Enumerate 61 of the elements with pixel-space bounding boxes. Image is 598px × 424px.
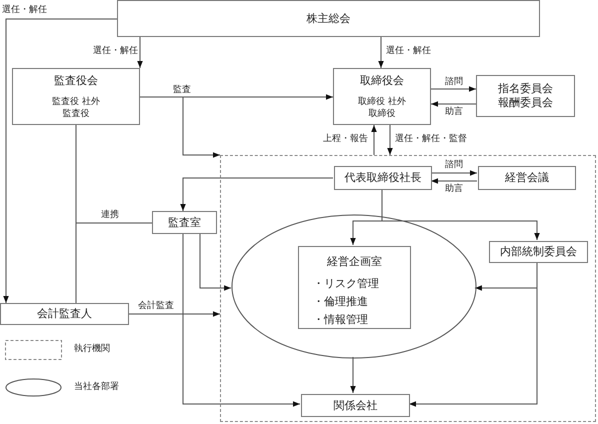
edge-label: 選任・解任 bbox=[1, 5, 48, 16]
org-box bbox=[489, 241, 588, 263]
org-box bbox=[152, 211, 217, 234]
box-title: 指名委員会 bbox=[498, 82, 553, 96]
box-title: 経営企画室 bbox=[327, 255, 382, 269]
legend-label: 当社各部署 bbox=[73, 382, 120, 392]
org-box bbox=[12, 68, 140, 125]
arrow bbox=[430, 178, 478, 184]
box-title: 会計監査人 bbox=[37, 307, 92, 321]
arrow bbox=[3, 18, 118, 304]
edge-label: 連携 bbox=[100, 210, 120, 221]
box-title: 内部統制委員会 bbox=[500, 245, 577, 259]
org-box bbox=[0, 303, 129, 325]
dashed-region bbox=[220, 155, 596, 422]
bullet-item: ・倫理推進 bbox=[313, 294, 368, 310]
org-box bbox=[298, 246, 411, 329]
edge-label: 選任・解任 bbox=[92, 46, 139, 57]
edge-label: 諮問 bbox=[444, 160, 464, 171]
connector-line bbox=[76, 222, 152, 304]
arrow bbox=[128, 311, 220, 317]
legend-label: 執行機関 bbox=[73, 344, 111, 355]
edge-label: 助言 bbox=[444, 107, 464, 118]
arrow bbox=[430, 101, 476, 107]
arrow bbox=[408, 262, 538, 407]
edge-label: 上程・報告 bbox=[322, 134, 369, 145]
box-title: 代表取締役社長 bbox=[344, 171, 422, 185]
box-title: 取締役会 bbox=[360, 74, 404, 88]
arrow bbox=[378, 36, 384, 68]
department-ellipse bbox=[231, 214, 477, 359]
edge-label: 助言 bbox=[444, 184, 464, 195]
org-box bbox=[478, 166, 576, 190]
arrow bbox=[430, 86, 476, 92]
box-text: 監査役 社外監査役 bbox=[51, 96, 101, 120]
edge-label: 選任・解任・監督 bbox=[394, 134, 468, 145]
org-box bbox=[117, 0, 540, 37]
org-box bbox=[301, 394, 410, 417]
arrow bbox=[180, 178, 334, 212]
org-box bbox=[476, 75, 575, 117]
arrow bbox=[382, 188, 540, 240]
arrow bbox=[387, 124, 393, 156]
arrow bbox=[182, 234, 300, 407]
arrow bbox=[200, 234, 232, 291]
edge-label: 会計監査 bbox=[137, 301, 175, 312]
edge-label: 監査 bbox=[172, 85, 192, 96]
box-text: 取締役 社外取締役 bbox=[357, 96, 407, 120]
org-box bbox=[333, 68, 431, 125]
bullet-item: ・情報管理 bbox=[313, 312, 368, 328]
edge-label: 諮問 bbox=[444, 77, 464, 88]
arrow bbox=[371, 124, 377, 156]
arrow bbox=[137, 36, 143, 68]
bullet-item: ・リスク管理 bbox=[313, 276, 379, 292]
box-title: 株主総会 bbox=[306, 12, 350, 26]
org-box bbox=[334, 166, 432, 190]
box-title: 監査室 bbox=[168, 216, 201, 230]
box-title: 監査役会 bbox=[54, 74, 98, 88]
arrow bbox=[350, 356, 356, 394]
box-title: 関係会社 bbox=[334, 398, 378, 412]
box-text: 報酬委員会 bbox=[498, 96, 553, 110]
arrow bbox=[430, 170, 478, 176]
edge-label: 選任・解任 bbox=[385, 46, 432, 57]
box-title: 経営会議 bbox=[505, 171, 549, 185]
